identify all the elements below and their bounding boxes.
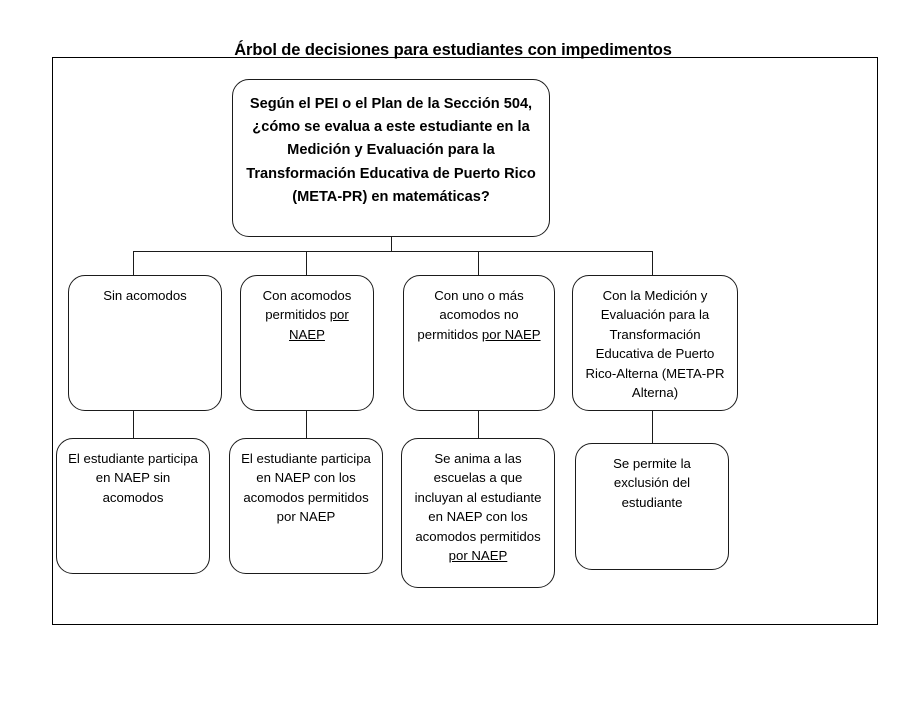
outcome-node-branch-3: Se anima a las escuelas a que incluyan a… xyxy=(401,438,555,588)
connector-root-stem xyxy=(391,237,392,251)
connector-distribution-bar xyxy=(133,251,652,252)
root-question-node: Según el PEI o el Plan de la Sección 504… xyxy=(232,79,550,237)
outcome-node-branch-4: Se permite la exclusión del estudiante xyxy=(575,443,729,570)
outcome-node-branch-1: El estudiante participa en NAEP sin acom… xyxy=(56,438,210,574)
condition-node-branch-4: Con la Medición y Evaluación para la Tra… xyxy=(572,275,738,411)
root-question-text: Según el PEI o el Plan de la Sección 504… xyxy=(246,96,536,205)
condition-node-branch-1: Sin acomodos xyxy=(68,275,222,411)
connector-branch-2-to-outcome xyxy=(306,411,307,438)
outcome-node-branch-2: El estudiante participa en NAEP con los … xyxy=(229,438,383,574)
connector-branch-3-to-outcome xyxy=(478,411,479,438)
diagram-frame xyxy=(52,57,878,625)
connector-drop-branch-4 xyxy=(652,251,653,275)
outcome-text-branch-3: Se anima a las escuelas a que incluyan a… xyxy=(414,451,542,564)
condition-text-branch-4: Con la Medición y Evaluación para la Tra… xyxy=(585,288,725,401)
condition-text-branch-1: Sin acomodos xyxy=(103,288,187,303)
outcome-text-branch-4: Se permite la exclusión del estudiante xyxy=(613,456,691,510)
diagram-title: Árbol de decisiones para estudiantes con… xyxy=(0,0,906,60)
connector-branch-4-to-outcome xyxy=(652,411,653,443)
connector-drop-branch-1 xyxy=(133,251,134,275)
outcome-text-branch-2: El estudiante participa en NAEP con los … xyxy=(241,451,371,525)
connector-drop-branch-2 xyxy=(306,251,307,275)
condition-node-branch-2: Con acomodos permitidos por NAEP xyxy=(240,275,374,411)
outcome-text-branch-1: El estudiante participa en NAEP sin acom… xyxy=(68,451,198,505)
condition-node-branch-3: Con uno o más acomodos no permitidos por… xyxy=(403,275,555,411)
condition-text-branch-3: Con uno o más acomodos no permitidos por… xyxy=(417,288,541,342)
connector-branch-1-to-outcome xyxy=(133,411,134,438)
connector-drop-branch-3 xyxy=(478,251,479,275)
condition-text-branch-2: Con acomodos permitidos por NAEP xyxy=(262,288,352,342)
